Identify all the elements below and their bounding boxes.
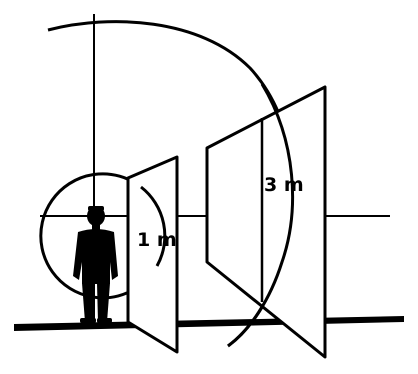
far-distance-label: 3 m xyxy=(264,174,304,196)
near-distance-label: 1 m xyxy=(137,229,177,251)
near-radius-arc xyxy=(39,172,159,300)
far-panel xyxy=(205,85,327,359)
ground-plane xyxy=(14,316,404,331)
far-arc-overlay xyxy=(227,83,295,348)
person-silhouette xyxy=(73,206,118,323)
near-panel xyxy=(126,155,179,354)
near-arc-overlay xyxy=(140,185,167,267)
